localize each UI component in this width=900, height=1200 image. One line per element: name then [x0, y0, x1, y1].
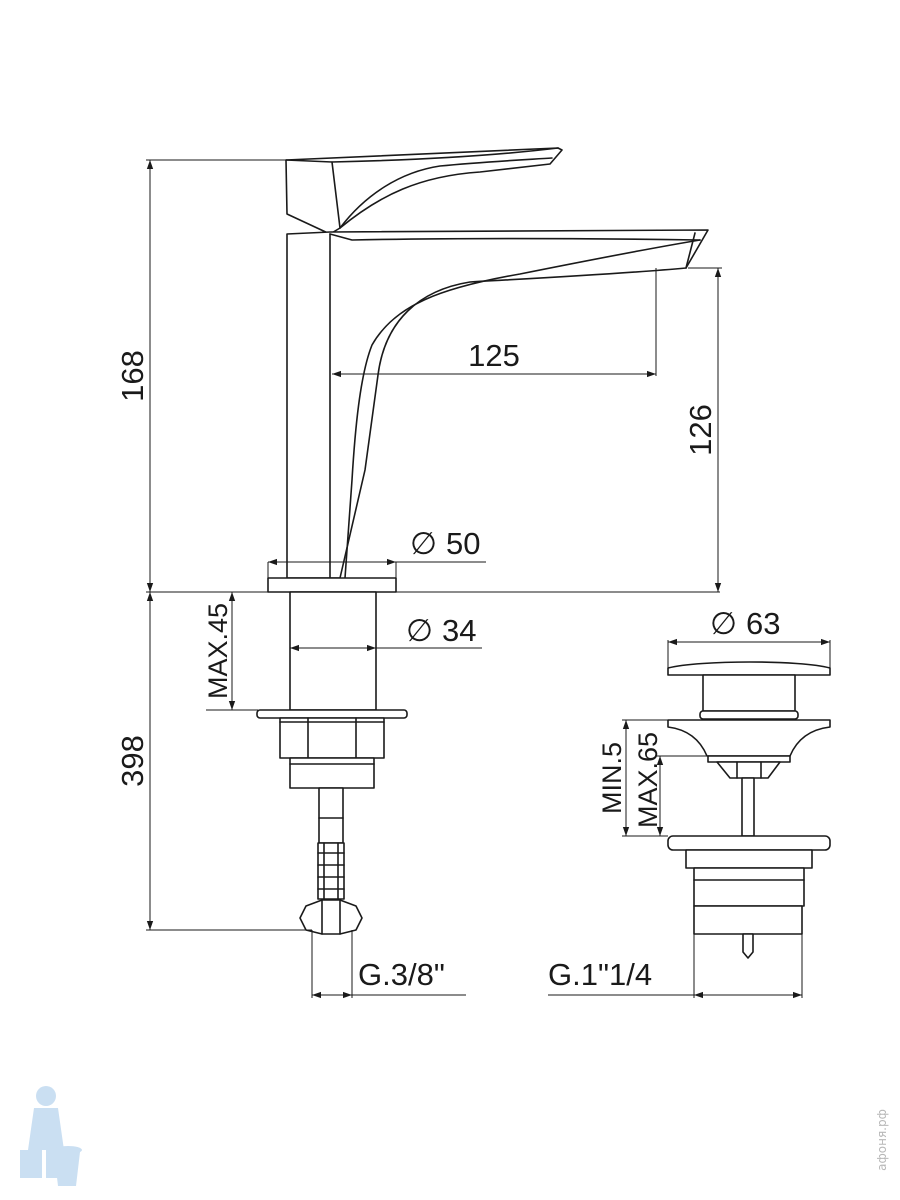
dim-hose-thread: G.3/8"	[358, 957, 445, 992]
dim-waste-diameter: 63	[746, 606, 780, 641]
faucet-nut	[279, 717, 385, 759]
waste-body	[685, 849, 813, 869]
waste-cap	[667, 661, 831, 676]
diameter-icon: ∅	[406, 613, 433, 648]
dim-total-height: 168	[115, 350, 150, 402]
dimension-labels: 168 398 125 126 ∅ 50 ∅ 34 MAX.45 ∅ 63 MI…	[115, 338, 780, 992]
faucet-handle	[285, 147, 563, 235]
diameter-icon: ∅	[710, 606, 737, 641]
faucet-shank	[289, 591, 377, 711]
dim-base-diameter: 50	[446, 526, 480, 561]
dim-shank-diameter: 34	[442, 613, 476, 648]
waste-stem	[741, 777, 755, 837]
faucet-hose	[318, 787, 344, 844]
plumber-mascot-icon	[20, 1086, 82, 1186]
watermark-text: афоня.рф	[875, 1109, 889, 1171]
dim-min-thickness: MIN.5	[597, 742, 627, 814]
dimension-lines	[146, 159, 831, 999]
waste-lower-flange	[667, 835, 831, 851]
dim-spout-reach: 125	[468, 338, 520, 373]
dim-spout-height: 126	[683, 404, 718, 456]
waste-flange	[667, 719, 831, 757]
dim-waste-thread: G.1"1/4	[548, 957, 652, 992]
faucet-base-plate	[267, 577, 397, 593]
hose-nut	[299, 899, 363, 935]
dim-max-thickness-waste: MAX.65	[633, 732, 663, 828]
dim-max-thickness: MAX.45	[203, 603, 233, 699]
faucet-washer	[256, 709, 408, 719]
waste-drawing	[667, 661, 831, 959]
diameter-icon: ∅	[410, 526, 437, 561]
dim-hose-length: 398	[115, 735, 150, 787]
faucet-body	[286, 229, 709, 579]
